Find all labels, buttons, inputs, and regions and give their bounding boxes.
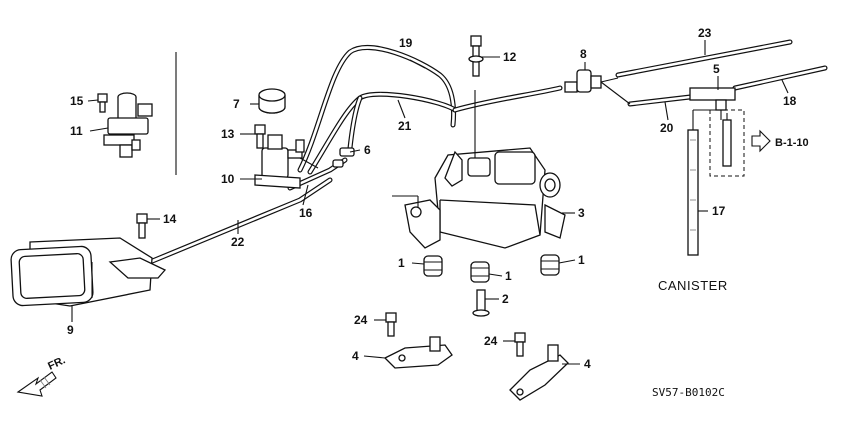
hose-18	[732, 65, 828, 91]
hose-22	[147, 177, 333, 265]
callout-16: 16	[299, 206, 313, 220]
mount-1a	[423, 255, 443, 277]
cap-7	[258, 88, 286, 114]
callout-3: 3	[578, 206, 585, 220]
ref-box	[709, 109, 745, 177]
control-box-3	[404, 90, 566, 249]
callout-1-left: 1	[398, 256, 405, 270]
collar-2	[472, 289, 490, 317]
callout-20: 20	[660, 121, 674, 135]
callout-15: 15	[70, 94, 84, 108]
callout-10: 10	[221, 172, 235, 186]
callout-23: 23	[698, 26, 712, 40]
mount-1c	[540, 254, 560, 276]
bolt-13	[254, 124, 266, 149]
callout-21: 21	[398, 119, 412, 133]
callout-2: 2	[502, 292, 509, 306]
air-filter-9	[10, 237, 167, 307]
callout-18: 18	[783, 94, 797, 108]
canister-label: CANISTER	[658, 278, 728, 293]
arrow-icon	[751, 129, 771, 153]
hose-23	[615, 39, 793, 78]
hose-21	[307, 91, 458, 175]
hose-20	[627, 94, 693, 107]
callout-8: 8	[580, 47, 587, 61]
solenoid-valve-10	[254, 134, 319, 189]
callout-13: 13	[221, 127, 235, 141]
callout-17: 17	[712, 204, 726, 218]
bracket-4-right	[509, 344, 569, 401]
callout-7: 7	[233, 97, 240, 111]
callout-24-right: 24	[484, 334, 498, 348]
callout-5: 5	[713, 62, 720, 76]
callout-9: 9	[67, 323, 74, 337]
fitting-8	[564, 69, 631, 105]
ref-label: B-1-10	[775, 137, 809, 149]
callout-11: 11	[70, 124, 83, 138]
bolt-14	[136, 213, 148, 239]
mount-1b	[470, 261, 490, 283]
callout-6: 6	[364, 143, 371, 157]
bolt-15	[97, 93, 108, 113]
hose-17	[687, 129, 699, 256]
callouts: 1 1 1 2 3 4 4 5 6 7 8 9 10 11 12 13 14 1…	[67, 26, 797, 371]
callout-1-right: 1	[578, 253, 585, 267]
callout-24-left: 24	[354, 313, 368, 327]
leader-lines	[71, 40, 789, 365]
clamp-6	[332, 147, 355, 168]
front-arrow-icon	[16, 371, 57, 397]
callout-14: 14	[163, 212, 177, 226]
hose-19	[297, 45, 457, 173]
callout-4-right: 4	[584, 357, 591, 371]
hose-to-8	[452, 85, 563, 113]
valve-11	[103, 92, 153, 158]
bolt-24-right	[514, 332, 526, 357]
callout-12: 12	[503, 50, 517, 64]
callout-4-left: 4	[352, 349, 359, 363]
bracket-4-left	[383, 336, 453, 369]
bolt-24-left	[385, 312, 397, 337]
diagram-code: SV57-B0102C	[652, 386, 725, 399]
callout-22: 22	[231, 235, 245, 249]
callout-1-mid: 1	[505, 269, 512, 283]
callout-19: 19	[399, 36, 413, 50]
front-label: FR.	[46, 354, 67, 372]
bolt-12	[468, 35, 484, 77]
